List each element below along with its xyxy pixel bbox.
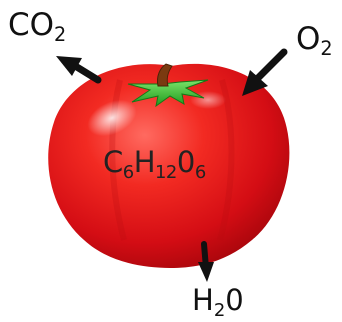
glucose-o-sub: 6: [194, 161, 206, 183]
co2-label: CO2: [8, 7, 66, 45]
co2-label-base: CO: [8, 7, 55, 43]
h2o-label-h: H: [192, 283, 214, 317]
co2-arrow: [56, 56, 102, 84]
h2o-label-subscript: 2: [213, 299, 226, 321]
glucose-o: 0: [176, 145, 195, 179]
h2o-label-o: 0: [225, 283, 244, 317]
stem-icon: [127, 63, 209, 108]
o2-arrow: [242, 48, 288, 96]
h2o-label: H20: [192, 283, 244, 320]
o2-label: O2: [296, 21, 333, 59]
glucose-formula: C6H1206: [103, 145, 206, 182]
glucose-h-sub: 12: [155, 161, 177, 183]
h2o-arrow: [198, 241, 214, 282]
o2-label-base: O: [296, 21, 321, 57]
co2-label-subscript: 2: [54, 23, 67, 47]
glucose-c: C: [103, 145, 123, 179]
glucose-c-sub: 6: [122, 161, 134, 183]
glucose-h: H: [133, 145, 156, 179]
tomato-icon: [48, 63, 290, 268]
o2-label-subscript: 2: [320, 37, 333, 61]
